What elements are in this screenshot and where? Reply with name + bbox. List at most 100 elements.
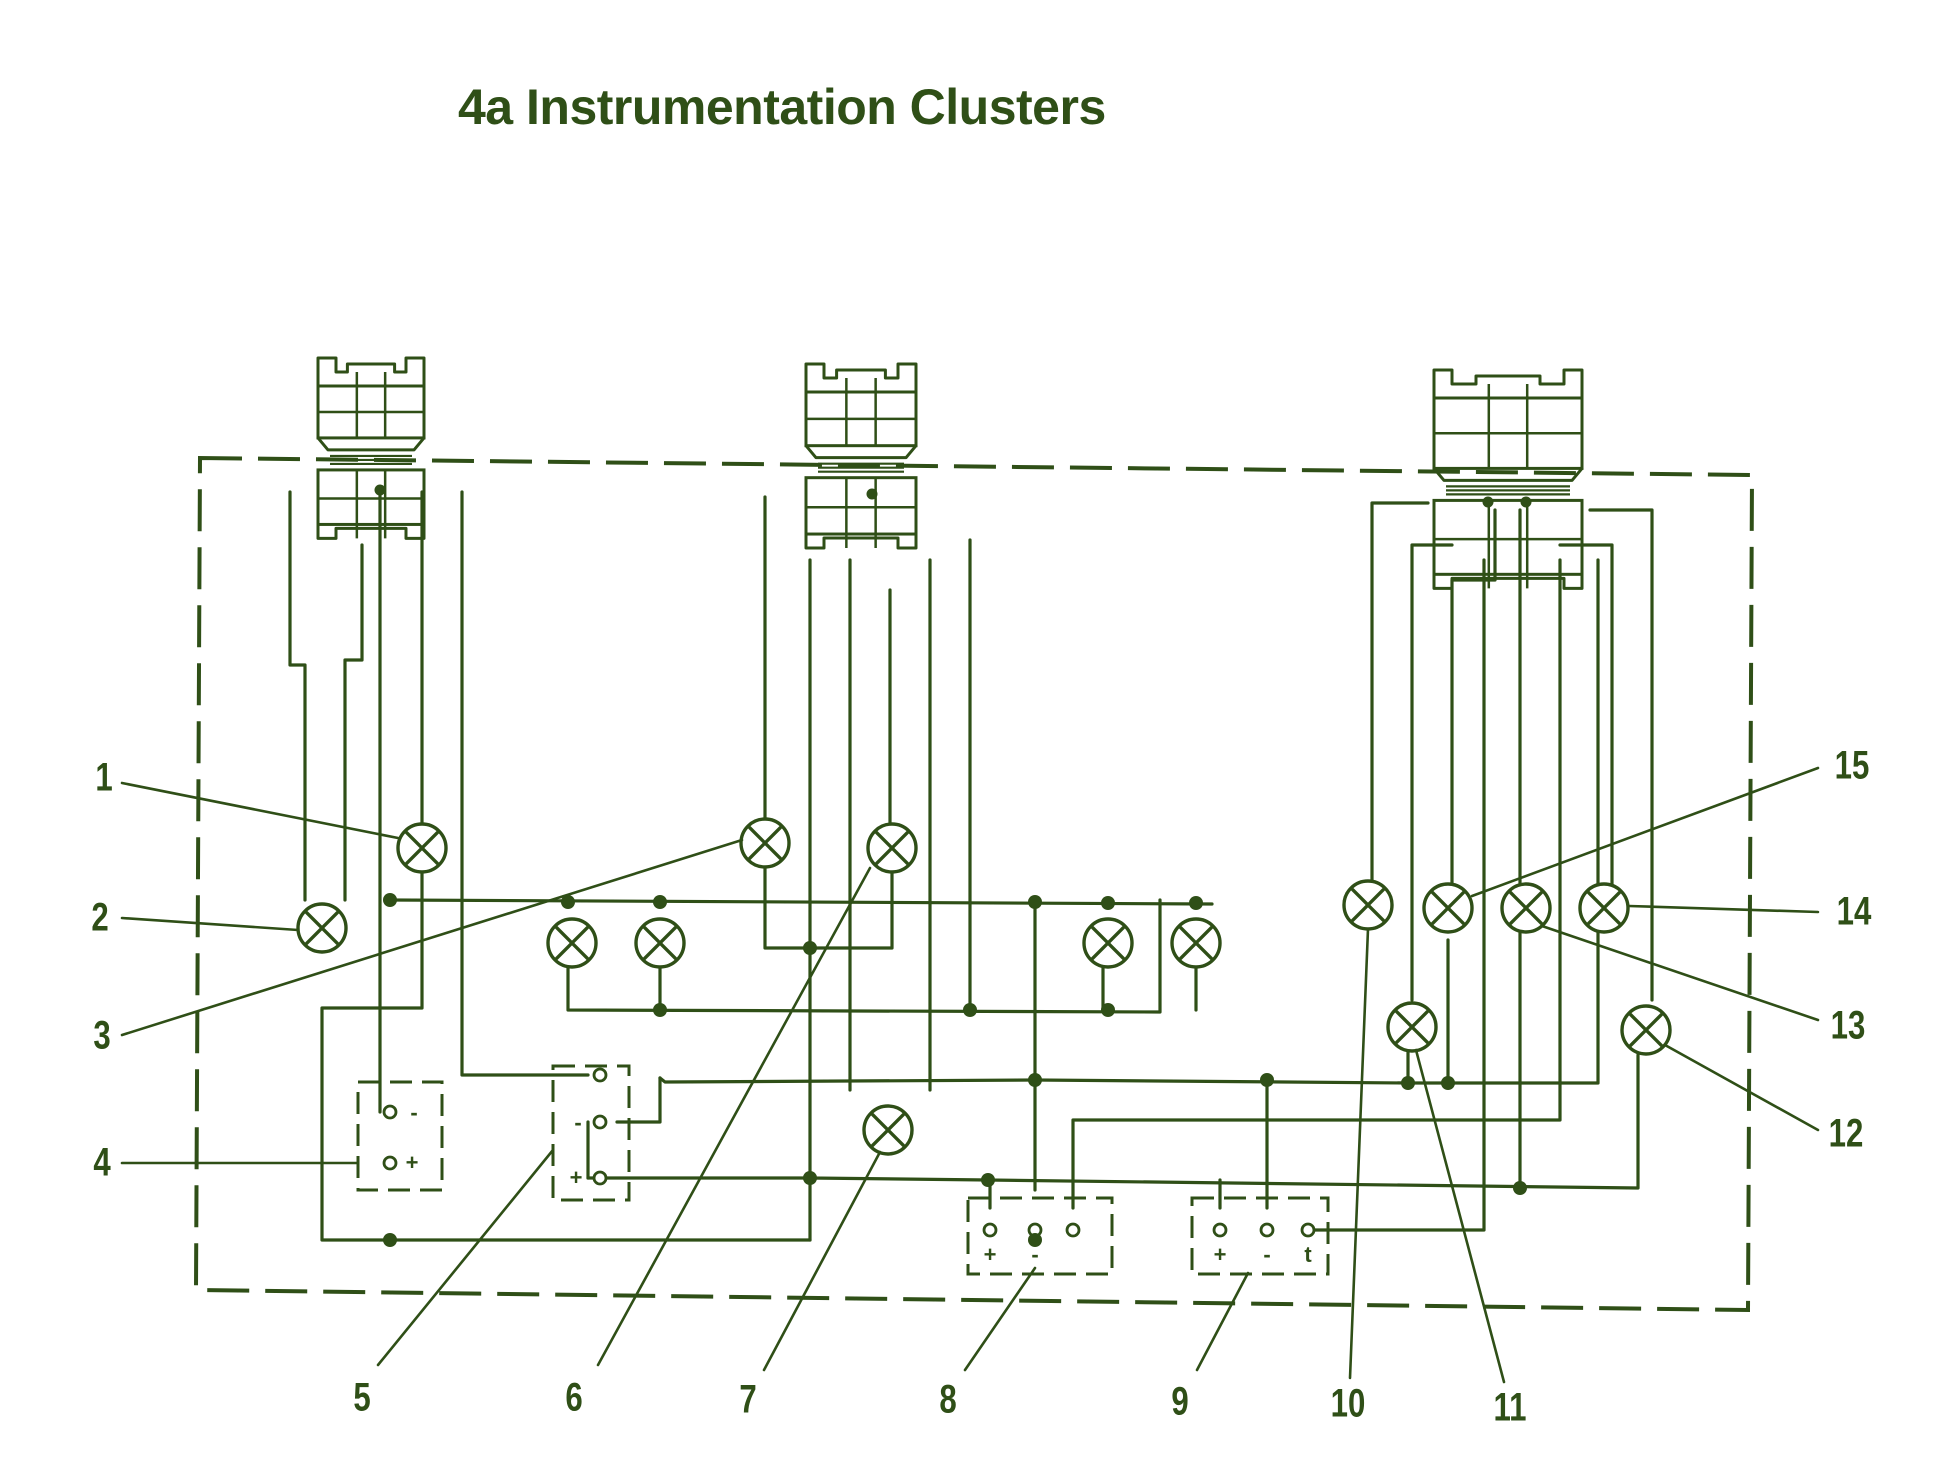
junction-dot [963,1003,977,1017]
callout-number: 13 [1830,1003,1866,1048]
connector-plug-top [804,362,918,394]
wiring [288,488,1654,1242]
callout-leader [1195,1271,1250,1372]
wire-right-b [1410,543,1454,1002]
callout-number: 3 [93,1013,111,1058]
callout-leader [762,1150,882,1372]
terminal-pin [592,1114,608,1130]
connector-socket-foot [316,522,426,540]
bulb-cross [746,824,784,862]
bus-horizontal [388,898,1214,906]
callout-number: 5 [353,1375,371,1420]
bulb-cross [553,924,591,962]
bulb-icon [1170,917,1222,969]
callout-label-11: 11 [1489,1386,1531,1431]
callout-label-13: 13 [1826,1004,1871,1049]
callout-number: 8 [939,1377,957,1422]
terminal-block-8 [966,1196,1114,1276]
terminal-label: + [406,1150,419,1175]
callout-number: 4 [93,1140,111,1185]
terminal-blocks: -+-++-+-t [356,1064,1330,1276]
bulb-cross [1349,886,1387,924]
wire-left-b [343,543,364,902]
bulb-icon [1386,1001,1438,1053]
wire-switch-minus [615,1076,662,1124]
bulb-cross [1393,1008,1431,1046]
wire-right-f [1558,543,1614,887]
terminal-pin [592,1067,608,1083]
junction-dot [374,484,386,496]
terminal-label: - [1263,1242,1270,1267]
callout-label-4: 4 [91,1141,113,1186]
bulb-icon [739,817,791,869]
instrument-connector-icon [316,356,426,540]
wire-right-c [1450,508,1497,887]
bulb-icon [396,822,448,874]
callout-label-5: 5 [351,1376,373,1421]
callout-label-6: 6 [563,1376,585,1421]
callout-leader [120,781,400,840]
callout-leader [1414,1048,1506,1384]
callout-label-14: 14 [1832,890,1877,935]
wire-mid-a [763,495,894,950]
bulb-cross [403,829,441,867]
bulb-cross [1089,924,1127,962]
terminal-pin [382,1104,398,1120]
callout-leader [376,1148,555,1367]
callout-number: 11 [1493,1385,1527,1430]
callout-number: 12 [1828,1111,1864,1156]
connector-taper [804,444,918,460]
terminal-pin [982,1222,998,1238]
terminal-pin [382,1155,398,1171]
junction-dot [1028,895,1042,909]
terminal-label: + [984,1242,997,1267]
callout-label-9: 9 [1169,1380,1191,1425]
indicator-bulbs [296,817,1672,1156]
junction-dot [653,895,667,909]
junction-dot [1101,896,1115,910]
callout-number: 1 [95,755,113,800]
bulb-icon [866,822,918,874]
bulb-cross [873,829,911,867]
connector-socket-body [804,476,918,536]
connector-socket-foot [804,532,918,550]
callout-leaders [120,766,1820,1384]
terminal-label: - [410,1100,417,1125]
junction-dot [1260,1073,1274,1087]
callout-leader [120,916,300,932]
terminal-pin [1300,1222,1316,1238]
junction-dot [383,1233,397,1247]
terminal-label: - [1031,1242,1038,1267]
bulb-icon [1620,1004,1672,1056]
connector-taper [316,436,426,452]
terminal-block-9 [1190,1196,1330,1276]
callout-label-3: 3 [91,1014,113,1059]
callout-label-1: 1 [93,756,115,801]
page-title: 4a Instrumentation Clusters [458,79,1106,135]
callout-leader [1348,927,1370,1380]
bulb-cross [641,924,679,962]
bulb-cross [303,909,341,947]
junction-dot [1513,1181,1527,1195]
bulb-cross [869,1111,907,1149]
bulb-icon [1500,882,1552,934]
junction-dot [1189,896,1203,910]
connector-taper [1432,466,1584,482]
bulb-icon [1578,882,1630,934]
bulb-icon [1422,882,1474,934]
junction-dot [1441,1076,1455,1090]
bulb-icon [546,917,598,969]
wire-left-d [320,490,812,1242]
junction-dot [1028,1073,1042,1087]
connector-socket-foot [1432,572,1584,590]
callout-label-8: 8 [937,1378,959,1423]
callout-leader [120,838,744,1037]
terminal-label: - [574,1110,581,1135]
bulb-icon [862,1104,914,1156]
bulb-icon [1342,879,1394,931]
terminal-label: + [570,1165,583,1190]
junction-dot [653,1003,667,1017]
callout-label-10: 10 [1326,1382,1371,1427]
callout-leader [1470,766,1820,898]
bulb-cross [1177,924,1215,962]
